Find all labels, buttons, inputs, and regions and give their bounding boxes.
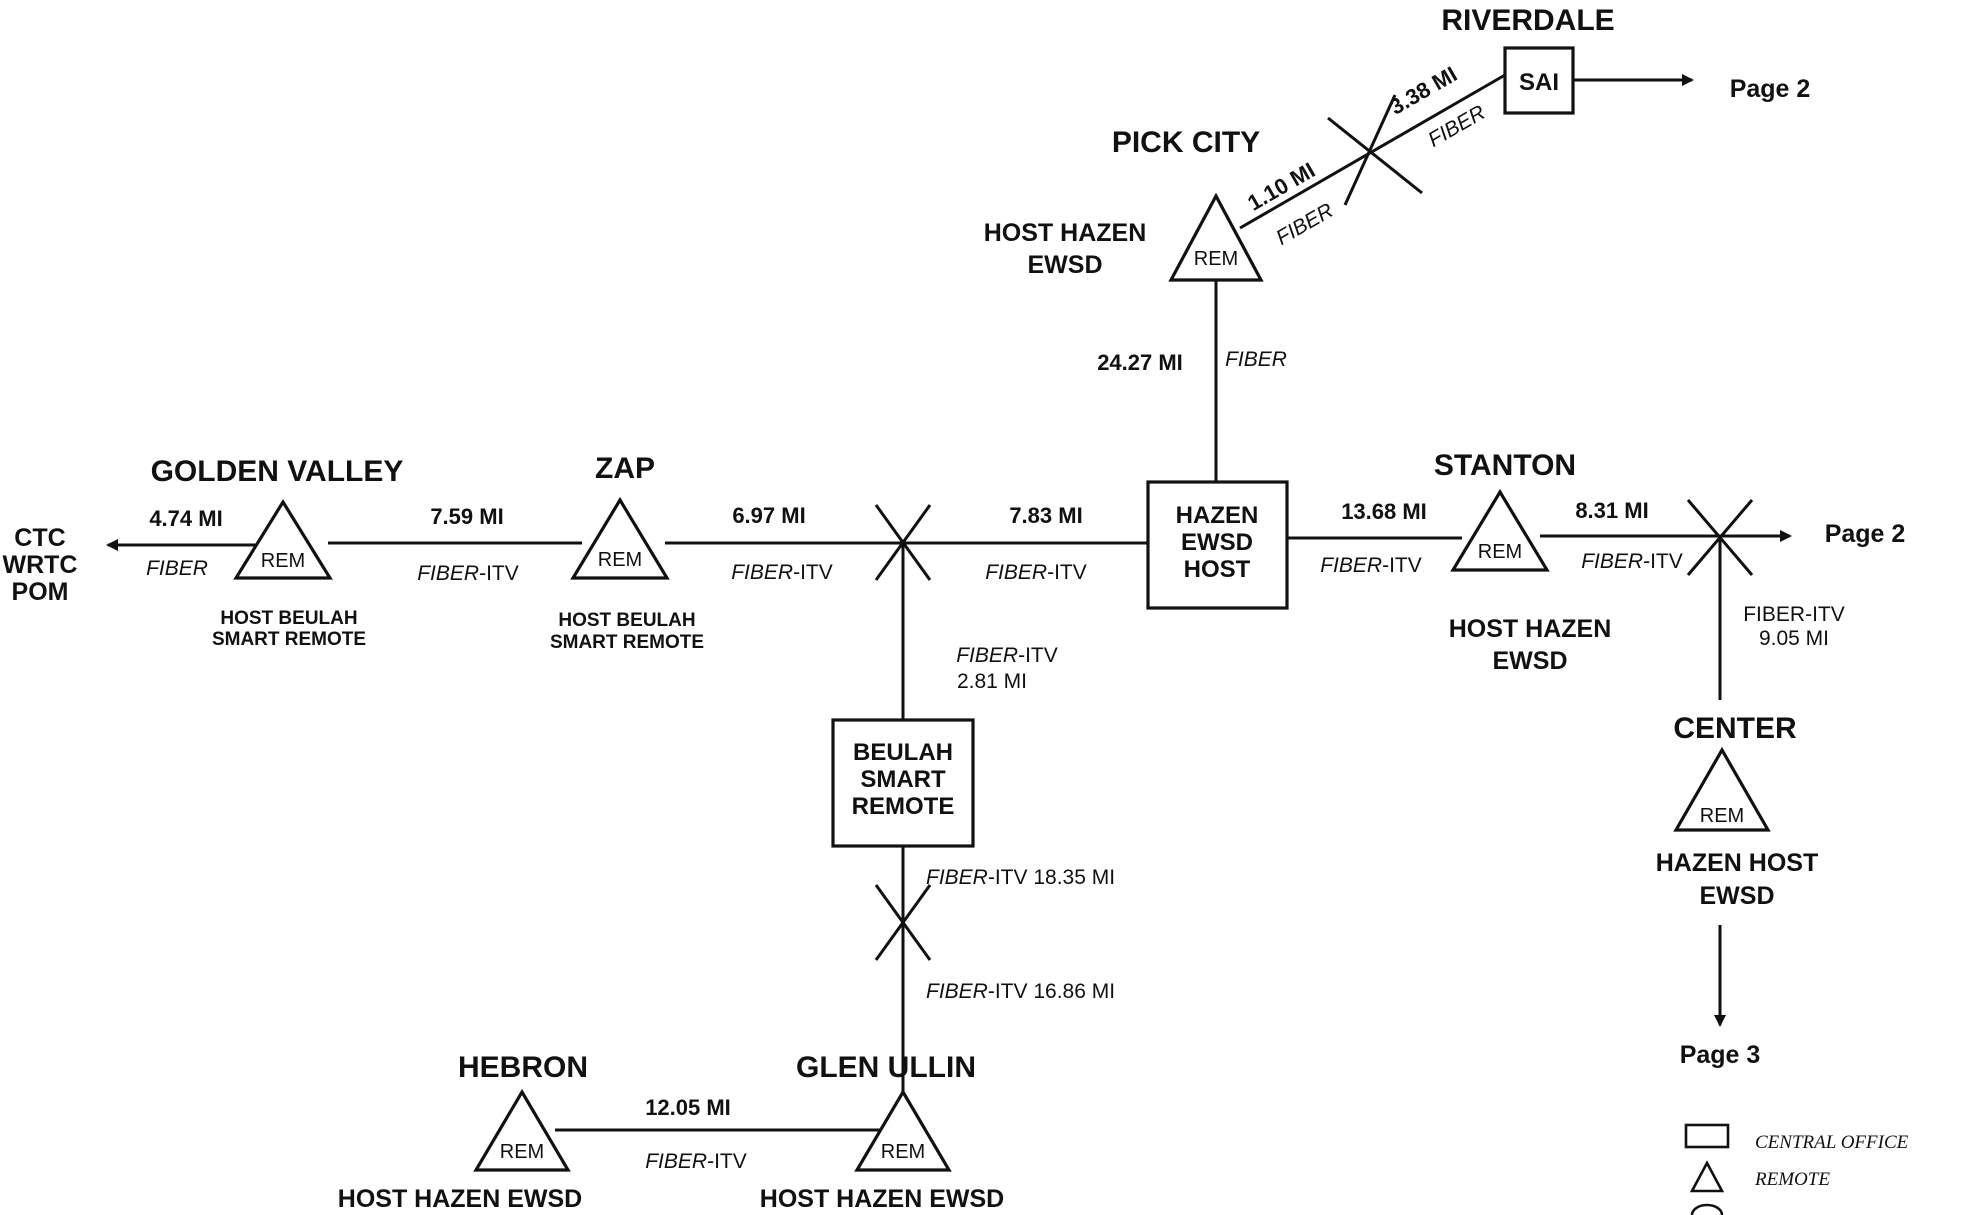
link-label-pick-riverdale-a-media: FIBER xyxy=(1272,199,1337,250)
host-label-hebron: HOST HAZEN EWSD xyxy=(338,1185,582,1213)
host-label-golden-valley: HOST BEULAH xyxy=(220,608,357,629)
link-label-zap-cross-media: FIBER-ITV xyxy=(731,561,833,584)
pick-city-remote-node: REM xyxy=(1168,192,1264,282)
site-glen-ullin: GLEN ULLIN xyxy=(796,1051,976,1084)
link-label-center-media: FIBER-ITV xyxy=(1743,603,1845,626)
link-label-pick-riverdale-b-dist: 3.38 MI xyxy=(1385,61,1461,119)
svg-text:REM: REM xyxy=(1478,541,1522,563)
svg-text:REMOTE: REMOTE xyxy=(852,793,955,820)
stanton-remote-node: REM xyxy=(1450,488,1550,572)
splice-marker-stanton xyxy=(1686,499,1754,576)
host-label-golden-valley-2: SMART REMOTE xyxy=(212,629,366,650)
site-stanton: STANTON xyxy=(1434,449,1576,482)
host-label-center: HAZEN HOST xyxy=(1656,849,1819,877)
host-label-pick-city: HOST HAZEN xyxy=(984,219,1147,247)
svg-text:REM: REM xyxy=(1194,248,1238,270)
link-label-hebron-glen-dist: 12.05 MI xyxy=(645,1095,731,1120)
link-label-pick-riverdale-a-dist: 1.10 MI xyxy=(1243,157,1319,215)
splice-marker-glen-ullin xyxy=(874,884,932,961)
external-wrtc: WRTC xyxy=(3,551,78,579)
svg-text:REM: REM xyxy=(261,550,305,572)
site-riverdale: RIVERDALE xyxy=(1441,4,1614,37)
hazen-ewsd-host-box: HAZEN EWSD HOST xyxy=(1146,480,1289,610)
link-label-pick-riverdale-b-media: FIBER xyxy=(1424,101,1489,152)
legend-central-office: CENTRAL OFFICE xyxy=(1684,1123,1909,1153)
host-label-zap-2: SMART REMOTE xyxy=(550,632,704,653)
beulah-smart-remote-box: BEULAH SMART REMOTE xyxy=(831,718,975,848)
legend-partial-circle-icon xyxy=(1690,1203,1724,1215)
svg-text:BEULAH: BEULAH xyxy=(853,739,953,766)
svg-text:REMOTE: REMOTE xyxy=(1754,1169,1830,1190)
legend-remote: REMOTE xyxy=(1689,1160,1830,1193)
host-label-pick-city-2: EWSD xyxy=(1028,251,1103,279)
link-label-pick-hazen-dist: 24.27 MI xyxy=(1097,350,1183,375)
link-label-cross-glen: FIBER-ITV 16.86 MI xyxy=(926,980,1115,1003)
host-label-glen-ullin: HOST HAZEN EWSD xyxy=(760,1185,1004,1213)
svg-text:REM: REM xyxy=(500,1141,544,1163)
site-pick-city: PICK CITY xyxy=(1112,126,1260,159)
svg-text:SAI: SAI xyxy=(1519,69,1559,96)
link-label-beulah-cross: FIBER-ITV 18.35 MI xyxy=(926,866,1115,889)
glen-ullin-remote-node: REM xyxy=(854,1088,952,1172)
svg-text:REM: REM xyxy=(881,1141,925,1163)
link-label-cross-hazen-dist: 7.83 MI xyxy=(1009,503,1082,528)
svg-text:SMART: SMART xyxy=(860,766,946,793)
external-ctc: CTC xyxy=(14,524,65,552)
link-label-cross-beulah-dist: 2.81 MI xyxy=(957,670,1027,693)
page3-label: Page 3 xyxy=(1680,1041,1761,1069)
link-label-golden-zap-dist: 7.59 MI xyxy=(430,504,503,529)
page2-top-label: Page 2 xyxy=(1730,75,1811,103)
page2-right-label: Page 2 xyxy=(1825,520,1906,548)
host-label-center-2: EWSD xyxy=(1700,882,1775,910)
site-hebron: HEBRON xyxy=(458,1051,588,1084)
link-pick-city-riverdale xyxy=(1239,73,1506,230)
external-pom: POM xyxy=(12,578,69,606)
site-center: CENTER xyxy=(1673,712,1797,745)
link-label-stanton-page2-media: FIBER-ITV xyxy=(1581,550,1683,573)
svg-text:REM: REM xyxy=(1700,805,1744,827)
host-label-zap: HOST BEULAH xyxy=(558,610,695,631)
link-label-cross-beulah-media: FIBER-ITV xyxy=(956,644,1058,667)
svg-text:REM: REM xyxy=(598,549,642,571)
host-label-stanton: HOST HAZEN xyxy=(1449,615,1612,643)
link-label-golden-zap-media: FIBER-ITV xyxy=(417,562,519,585)
link-label-hebron-glen-media: FIBER-ITV xyxy=(645,1150,747,1173)
link-label-hazen-stanton-dist: 13.68 MI xyxy=(1341,499,1427,524)
link-label-zap-cross-dist: 6.97 MI xyxy=(732,503,805,528)
splice-marker-trunk xyxy=(874,504,932,581)
link-label-pick-hazen-media: FIBER xyxy=(1225,348,1287,371)
hebron-remote-node: REM xyxy=(473,1088,571,1172)
svg-text:HAZEN: HAZEN xyxy=(1176,502,1259,529)
legend: CENTRAL OFFICE REMOTE xyxy=(1684,1123,1909,1215)
site-golden-valley: GOLDEN VALLEY xyxy=(151,455,404,488)
link-label-hazen-stanton-media: FIBER-ITV xyxy=(1320,554,1422,577)
splice-marker-pick-city xyxy=(1327,94,1423,206)
svg-text:EWSD: EWSD xyxy=(1181,529,1253,556)
link-label-golden-ctc-dist: 4.74 MI xyxy=(149,506,222,531)
riverdale-sai-box: SAI xyxy=(1503,46,1575,115)
link-label-golden-ctc-media: FIBER xyxy=(146,557,208,580)
link-label-stanton-page2-dist: 8.31 MI xyxy=(1575,498,1648,523)
site-zap: ZAP xyxy=(595,452,655,485)
svg-text:CENTRAL OFFICE: CENTRAL OFFICE xyxy=(1755,1132,1909,1153)
zap-remote-node: REM xyxy=(570,496,670,580)
svg-text:HOST: HOST xyxy=(1184,556,1251,583)
link-label-cross-hazen-media: FIBER-ITV xyxy=(985,561,1087,584)
golden-valley-remote-node: REM xyxy=(233,498,333,580)
center-remote-node: REM xyxy=(1673,746,1771,832)
link-label-center-dist: 9.05 MI xyxy=(1759,627,1829,650)
host-label-stanton-2: EWSD xyxy=(1493,647,1568,675)
